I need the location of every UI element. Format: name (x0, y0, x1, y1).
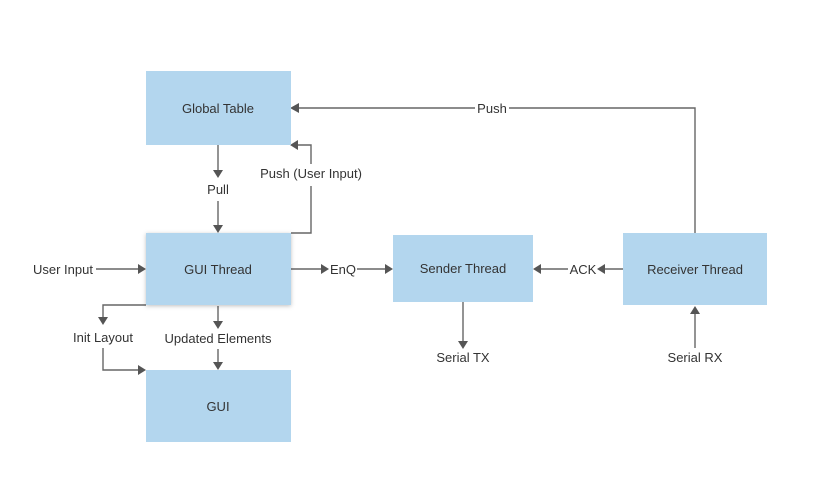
push-label: Push (477, 101, 507, 116)
sender-thread-node[interactable]: Sender Thread (393, 235, 533, 302)
global-table-label: Global Table (182, 101, 254, 116)
init-layout-arrowhead-upper (98, 317, 108, 325)
serial-tx-arrowhead (458, 341, 468, 349)
push-label-background (475, 100, 509, 116)
serial-tx-label: Serial TX (436, 350, 490, 365)
init-layout-connector-lower (102, 348, 138, 371)
gui-label: GUI (206, 399, 229, 414)
user-input-label: User Input (33, 262, 93, 277)
updated-elements-arrowhead-upper (213, 321, 223, 329)
init-layout-label: Init Layout (73, 330, 133, 345)
pull-arrowhead-upper (213, 170, 223, 178)
receiver-thread-node[interactable]: Receiver Thread (623, 233, 767, 305)
sender-thread-label: Sender Thread (420, 261, 507, 276)
user-input-arrowhead (138, 264, 146, 274)
updated-elements-arrowhead-lower (213, 362, 223, 370)
enq-label: EnQ (330, 262, 356, 277)
global-table-node[interactable]: Global Table (146, 71, 291, 145)
push-user-input-arrowhead (290, 140, 298, 150)
gui-node[interactable]: GUI (146, 370, 291, 442)
receiver-thread-label: Receiver Thread (647, 262, 743, 277)
ack-label: ACK (570, 262, 597, 277)
gui-thread-label: GUI Thread (184, 262, 252, 277)
init-layout-arrowhead-lower (138, 365, 146, 375)
serial-rx-label: Serial RX (668, 350, 723, 365)
updated-elements-label: Updated Elements (165, 331, 272, 346)
pull-arrowhead-lower (213, 225, 223, 233)
pull-label: Pull (207, 182, 229, 197)
push-user-input-connector-upper (298, 144, 312, 164)
push-user-input-label: Push (User Input) (260, 166, 362, 181)
enq-arrowhead-right (385, 264, 393, 274)
init-layout-connector-upper (102, 304, 146, 317)
ack-arrowhead-right (597, 264, 605, 274)
gui-thread-node[interactable]: GUI Thread (146, 233, 291, 305)
serial-rx-arrowhead (690, 306, 700, 314)
ack-arrowhead-left (533, 264, 541, 274)
push-connector (298, 107, 696, 233)
enq-arrowhead-left (321, 264, 329, 274)
push-user-input-connector-lower (291, 186, 312, 234)
push-arrowhead (290, 103, 299, 113)
